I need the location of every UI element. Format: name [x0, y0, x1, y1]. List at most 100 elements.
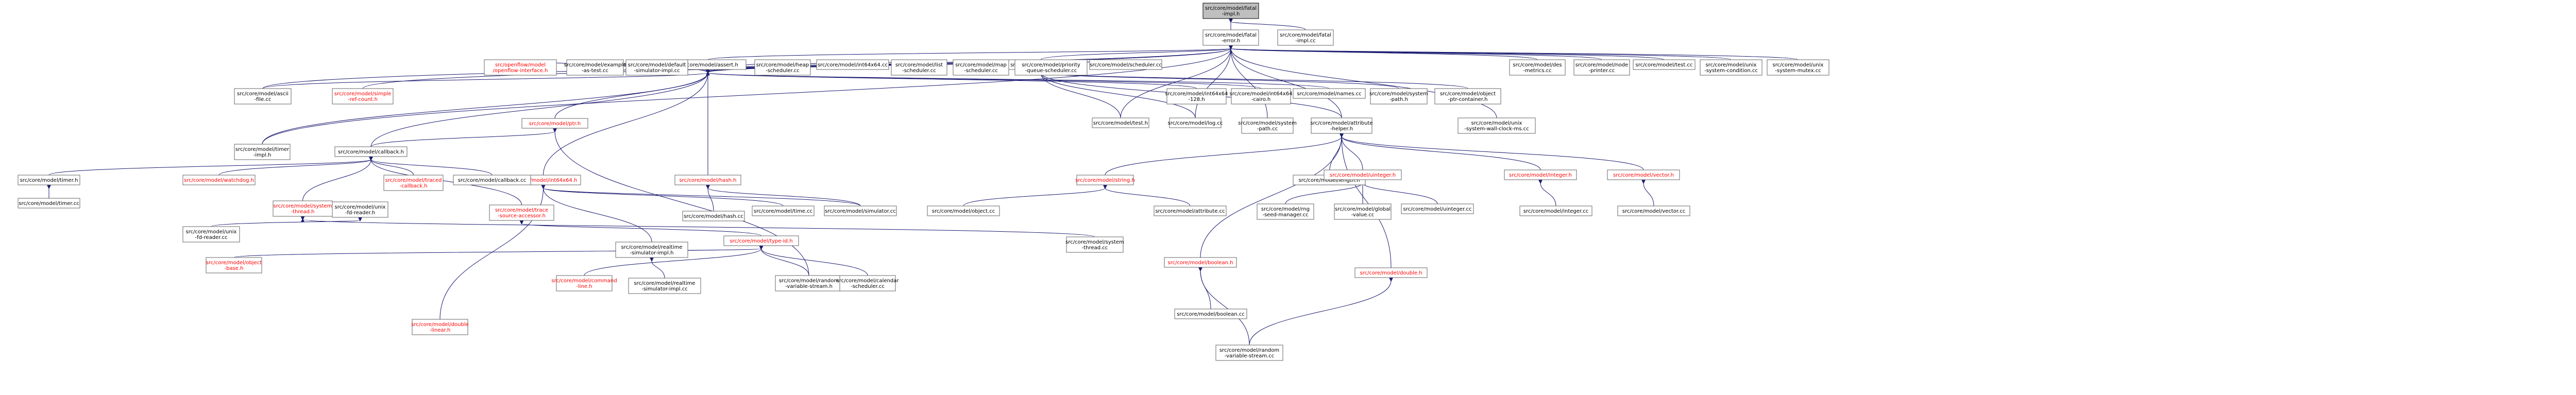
file-node-label: src/core/model/fatal — [1205, 32, 1257, 38]
file-node-boolean-cc[interactable]: src/core/model/boolean.cc — [1174, 308, 1247, 319]
file-node-expected-formatter-cc[interactable]: src/openflow/model/openflow-interface.h — [484, 59, 557, 76]
file-node-test-h[interactable]: src/core/model/test.h — [1092, 117, 1149, 128]
file-node-system-thread-cc[interactable]: src/core/model/system-thread.cc — [1065, 236, 1124, 253]
file-node-traced-callback-h[interactable]: src/core/model/traced-callback.h — [383, 175, 444, 191]
file-node-object-cc[interactable]: src/core/model/object.cc — [927, 205, 1000, 216]
file-node-label: -printer.cc — [1589, 68, 1615, 74]
file-node-heap-scheduler-cc[interactable]: src/core/model/heap-scheduler.cc — [754, 59, 811, 76]
file-node-priority-queue-scheduler-cc[interactable]: src/core/model/priority-queue-scheduler.… — [1014, 59, 1088, 76]
file-node-time-cc[interactable]: src/core/model/time.cc — [752, 205, 815, 216]
file-node-callback-h[interactable]: src/core/model/callback.h — [334, 146, 408, 157]
file-node-trace-source-accessor-h[interactable]: src/core/model/trace-source-accessor.h — [489, 204, 554, 221]
file-node-unix-fd-reader-cc[interactable]: src/core/model/unix-fd-reader.cc — [182, 226, 240, 243]
file-node-des-metrics-cc[interactable]: src/core/model/des-metrics.cc — [1509, 59, 1566, 76]
file-node-label: src/core/model/names.cc — [1297, 91, 1361, 97]
file-node-boolean-h[interactable]: src/core/model/boolean.h — [1164, 257, 1237, 268]
file-node-random-variable-stream-h[interactable]: src/core/model/random-variable-stream.h — [775, 275, 843, 291]
file-node-realtime-simulator-impl-cc[interactable]: src/core/model/realtime-simulator-impl.c… — [628, 278, 701, 294]
file-node-box — [1324, 169, 1402, 180]
file-node-wall-clock-ms-cc[interactable]: src/core/model/unix-system-wall-clock-ms… — [1458, 117, 1536, 134]
file-node-box — [1504, 169, 1577, 180]
file-node-calendar-scheduler-cc[interactable]: src/core/model/calendar-scheduler.cc — [837, 275, 900, 291]
file-node-int64x64-cc[interactable]: src/core/model/int64x64.cc — [816, 59, 889, 70]
file-node-system-thread-h[interactable]: src/core/model/system-thread.h — [273, 200, 333, 217]
file-node-box — [1293, 88, 1366, 99]
file-node-simple-refcount-h[interactable]: src/core/model/simple-ref-count.h — [332, 88, 394, 105]
file-node-callback-cc[interactable]: src/core/model/callback.cc — [453, 175, 531, 185]
file-node-object-base-h[interactable]: src/core/model/object-base.h — [206, 257, 262, 273]
file-node-ascii-file-cc[interactable]: src/core/model/ascii-file.cc — [234, 88, 292, 105]
file-node-uinteger-cc[interactable]: src/core/model/uinteger.cc — [1401, 203, 1474, 214]
file-node-box — [1092, 117, 1149, 128]
file-node-label: src/core/model/vector.cc — [1622, 209, 1685, 214]
file-node-label: -fd-reader.h — [345, 210, 375, 216]
file-node-label: -line.h — [576, 284, 592, 289]
file-node-label: src/core/model/simulator.cc — [825, 209, 896, 214]
file-node-label: src/core/model/watchdog.h — [184, 178, 254, 183]
file-node-unix-system-mutex-cc[interactable]: src/core/model/unix-system-mutex.cc — [1767, 59, 1829, 76]
file-node-box — [1231, 88, 1291, 105]
file-node-global-value-cc[interactable]: src/core/model/global-value.cc — [1334, 203, 1392, 220]
file-node-uinteger-h[interactable]: src/core/model/uinteger.h — [1324, 169, 1402, 180]
file-node-vector-h[interactable]: src/core/model/vector.h — [1607, 169, 1680, 180]
file-node-simulator-cc[interactable]: src/core/model/simulator.cc — [824, 205, 897, 216]
file-node-double-linear-h[interactable]: src/core/model/double-linear.h — [411, 319, 469, 335]
file-node-label: src/core/model/node — [1575, 62, 1628, 68]
file-node-timer-cc[interactable]: src/core/model/timer.cc — [18, 198, 80, 209]
file-node-box — [1573, 59, 1630, 76]
file-node-integer-cc[interactable]: src/core/model/integer.cc — [1519, 205, 1592, 216]
file-node-hash-cc[interactable]: src/core/model/hash.cc — [682, 211, 745, 221]
file-node-string-h[interactable]: src/core/model/string.h — [1075, 175, 1135, 185]
file-node-test-cc[interactable]: src/core/model/test.cc — [1633, 59, 1696, 70]
file-node-timer-h[interactable]: src/core/model/timer.h — [18, 175, 80, 185]
include-edge — [1342, 136, 1363, 170]
file-node-node-printer-cc[interactable]: src/core/model/node-printer.cc — [1573, 59, 1630, 76]
file-node-default-simulator-impl-cc[interactable]: src/core/model/default-simulator-impl.cc — [625, 59, 688, 76]
file-node-log-cc[interactable]: src/core/model/log.cc — [1168, 117, 1223, 128]
file-node-label: src/core/model/int64x64.cc — [818, 62, 888, 68]
file-node-attribute-cc[interactable]: src/core/model/attribute.cc — [1154, 205, 1227, 216]
file-node-main-cc[interactable]: src/core/model/unix-system-condition.cc — [1700, 59, 1762, 76]
file-node-list-scheduler-cc[interactable]: src/core/model/list-scheduler.cc — [891, 59, 947, 76]
file-node-object-ptr-container-h[interactable]: src/core/model/object-ptr-container.h — [1434, 88, 1501, 105]
file-node-label: src/core/model/double.h — [1360, 270, 1422, 276]
file-node-random-variable-stream-cc[interactable]: src/core/model/random-variable-stream.cc — [1215, 345, 1283, 361]
file-node-system-path-h[interactable]: src/core/model/system-path.h — [1369, 88, 1428, 105]
file-node-fatal-impl-cc[interactable]: src/core/model/fatal-impl.cc — [1277, 29, 1334, 46]
file-node-double-h[interactable]: src/core/model/double.h — [1354, 267, 1428, 278]
file-node-fatal-error-h[interactable]: src/core/model/fatal-error.h — [1202, 29, 1259, 46]
include-edge — [262, 48, 1231, 145]
file-node-scheduler-cc[interactable]: src/core/model/scheduler.cc — [1089, 59, 1162, 70]
file-node-label: -variable-stream.h — [785, 284, 833, 289]
file-node-ptr-h[interactable]: src/core/model/ptr.h — [521, 118, 588, 129]
file-node-box — [1311, 117, 1372, 134]
include-edge — [211, 220, 360, 227]
file-node-label: src/core/model/ptr.h — [529, 121, 581, 127]
file-node-type-id-h[interactable]: src/core/model/type-id.h — [723, 235, 799, 246]
file-node-box — [927, 205, 1000, 216]
file-node-map-scheduler-cc[interactable]: src/core/model/map-scheduler.cc — [953, 59, 1009, 76]
file-node-realtime-simulator-impl-h[interactable]: src/core/model/realtime-simulator-impl.h — [615, 242, 688, 258]
file-node-vector-cc[interactable]: src/core/model/vector.cc — [1617, 205, 1690, 216]
file-node-timer-impl-h[interactable]: src/core/model/timer-impl.h — [234, 144, 291, 160]
file-node-box — [1241, 117, 1294, 134]
file-node-rng-seed-manager-cc[interactable]: src/core/model/rng-seed-manager.cc — [1257, 203, 1314, 220]
file-node-box — [18, 175, 80, 185]
file-node-box — [484, 59, 557, 76]
file-node-hash-h[interactable]: src/core/model/hash.h — [674, 175, 741, 185]
file-node-label: -as-test.cc — [582, 68, 608, 74]
file-node-names-cc[interactable]: src/core/model/names.cc — [1293, 88, 1366, 99]
file-node-attribute-helper-h[interactable]: src/core/model/attribute-helper.h — [1310, 117, 1373, 134]
file-node-label: -impl.cc — [1295, 38, 1315, 44]
include-edge — [543, 73, 708, 176]
file-node-command-line-h[interactable]: src/core/model/command-line.h — [551, 275, 617, 291]
file-node-integer-h[interactable]: src/core/model/integer.h — [1504, 169, 1577, 180]
file-node-system-path-cc[interactable]: src/core/model/system-path.cc — [1238, 117, 1297, 134]
file-node-watchdog-h[interactable]: src/core/model/watchdog.h — [182, 175, 256, 185]
file-node-unix-fd-reader-h[interactable]: src/core/model/unix-fd-reader.h — [332, 201, 388, 218]
file-node-label: src/core/model/heap — [756, 62, 809, 68]
file-node-example-as-test-cc[interactable]: src/core/model/example-as-test.cc — [564, 59, 626, 76]
file-node-int64x64-cairo-h[interactable]: src/core/model/int64x64-cairo.h — [1230, 88, 1293, 105]
file-node-label: src/core/model/random — [1219, 348, 1279, 353]
file-node-int64x64-128-h[interactable]: src/core/model/int64x64-128.h — [1165, 88, 1228, 105]
